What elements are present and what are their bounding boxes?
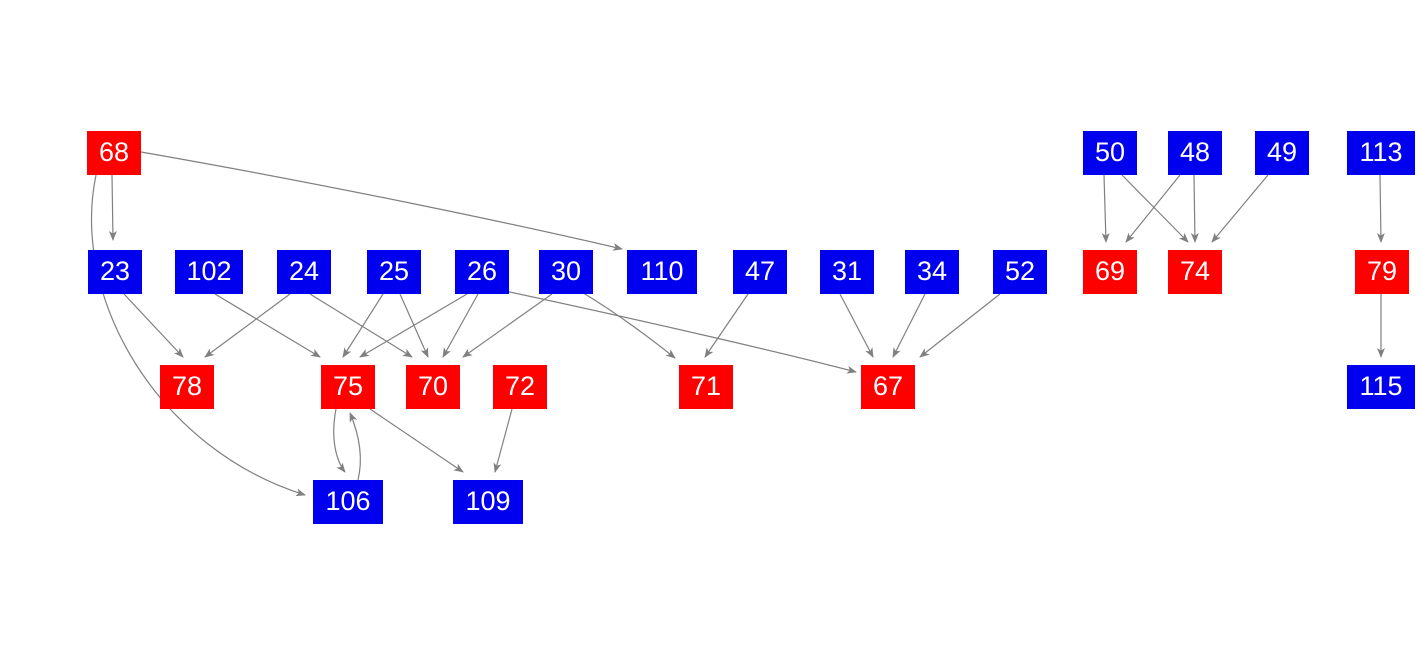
graph-node-79[interactable]: 79 bbox=[1355, 250, 1409, 294]
graph-edge bbox=[309, 293, 413, 358]
graph-edge bbox=[204, 293, 291, 358]
graph-edge bbox=[91, 174, 306, 497]
graph-node-71[interactable]: 71 bbox=[679, 365, 733, 409]
graph-edge bbox=[108, 174, 117, 241]
graph-node-label: 67 bbox=[872, 370, 904, 401]
graph-node-34[interactable]: 34 bbox=[905, 250, 959, 294]
graph-edge bbox=[1376, 174, 1385, 243]
graph-edge bbox=[399, 293, 429, 358]
graph-node-label: 79 bbox=[1366, 255, 1398, 286]
graph-edge bbox=[349, 412, 361, 481]
graph-node-label: 24 bbox=[288, 255, 320, 286]
graph-edge bbox=[359, 293, 468, 358]
graph-node-label: 102 bbox=[186, 255, 232, 286]
graph-node-label: 68 bbox=[98, 136, 130, 167]
graph-node-30[interactable]: 30 bbox=[539, 250, 593, 294]
graph-node-25[interactable]: 25 bbox=[367, 250, 421, 294]
graph-edge bbox=[442, 293, 479, 358]
graph-node-label: 72 bbox=[504, 370, 536, 401]
graph-node-label: 47 bbox=[744, 255, 776, 286]
graph-node-68[interactable]: 68 bbox=[87, 131, 141, 175]
graph-edge bbox=[579, 290, 676, 359]
graph-node-78[interactable]: 78 bbox=[160, 365, 214, 409]
graph-edge bbox=[919, 293, 1001, 358]
graph-node-label: 34 bbox=[916, 255, 948, 286]
graph-node-113[interactable]: 113 bbox=[1347, 131, 1415, 175]
graph-edge bbox=[839, 293, 874, 358]
graph-node-74[interactable]: 74 bbox=[1168, 250, 1222, 294]
graph-node-23[interactable]: 23 bbox=[88, 250, 142, 294]
graph-node-67[interactable]: 67 bbox=[861, 365, 915, 409]
graph-node-label: 31 bbox=[831, 255, 863, 286]
graph-node-label: 50 bbox=[1094, 136, 1126, 167]
graph-node-75[interactable]: 75 bbox=[321, 365, 375, 409]
graph-node-70[interactable]: 70 bbox=[406, 365, 460, 409]
graph-edge bbox=[704, 293, 749, 358]
graph-node-label: 109 bbox=[465, 485, 511, 516]
graph-edge bbox=[342, 293, 384, 358]
graph-edge bbox=[214, 293, 321, 358]
graph-edge bbox=[1190, 174, 1199, 243]
graph-node-label: 78 bbox=[171, 370, 203, 401]
graph-node-label: 70 bbox=[417, 370, 449, 401]
graph-edge bbox=[1211, 174, 1269, 243]
graph-node-115[interactable]: 115 bbox=[1347, 365, 1415, 409]
graph-edge bbox=[504, 290, 857, 374]
graph-edge bbox=[462, 293, 553, 358]
graph-edge bbox=[140, 151, 623, 251]
graph-node-label: 26 bbox=[466, 255, 498, 286]
graph-node-31[interactable]: 31 bbox=[820, 250, 874, 294]
graph-edge bbox=[369, 408, 464, 473]
graph-node-label: 113 bbox=[1359, 136, 1403, 167]
graph-node-50[interactable]: 50 bbox=[1083, 131, 1137, 175]
graph-node-52[interactable]: 52 bbox=[993, 250, 1047, 294]
graph-node-106[interactable]: 106 bbox=[313, 480, 383, 524]
graph-node-102[interactable]: 102 bbox=[175, 250, 243, 294]
graph-node-label: 49 bbox=[1266, 136, 1298, 167]
graph-edge bbox=[1125, 174, 1181, 243]
graph-node-label: 106 bbox=[325, 485, 371, 516]
graph-edge bbox=[1121, 174, 1189, 243]
graph-node-49[interactable]: 49 bbox=[1255, 131, 1309, 175]
graph-node-47[interactable]: 47 bbox=[733, 250, 787, 294]
graph-node-110[interactable]: 110 bbox=[627, 250, 697, 294]
graph-node-label: 25 bbox=[378, 255, 410, 286]
graph-edge bbox=[123, 293, 184, 358]
graph-node-label: 52 bbox=[1004, 255, 1036, 286]
graph-node-72[interactable]: 72 bbox=[493, 365, 547, 409]
graph-node-label: 115 bbox=[1359, 370, 1403, 401]
graph-node-label: 30 bbox=[550, 255, 582, 286]
graph-edge bbox=[493, 408, 513, 473]
graph-node-label: 110 bbox=[640, 255, 684, 286]
graph-node-label: 75 bbox=[332, 370, 364, 401]
graph-node-69[interactable]: 69 bbox=[1083, 250, 1137, 294]
graph-node-label: 74 bbox=[1179, 255, 1211, 286]
graph-node-label: 71 bbox=[690, 370, 722, 401]
graph-edge bbox=[892, 293, 926, 358]
graph-node-48[interactable]: 48 bbox=[1168, 131, 1222, 175]
edges-group bbox=[91, 151, 1385, 497]
graph-edge bbox=[1101, 174, 1110, 243]
graph-edge bbox=[333, 408, 346, 473]
graph-node-24[interactable]: 24 bbox=[277, 250, 331, 294]
graph-node-label: 23 bbox=[99, 255, 131, 286]
graph-node-label: 69 bbox=[1094, 255, 1126, 286]
graph-node-label: 48 bbox=[1179, 136, 1211, 167]
graph-node-26[interactable]: 26 bbox=[455, 250, 509, 294]
graph-node-109[interactable]: 109 bbox=[453, 480, 523, 524]
